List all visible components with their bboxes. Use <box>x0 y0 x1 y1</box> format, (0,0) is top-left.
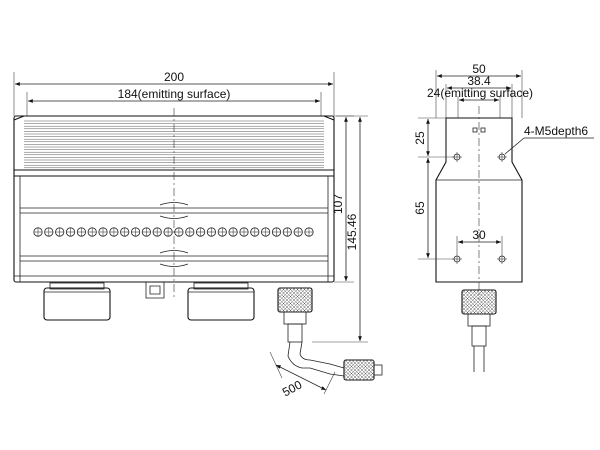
dimension-hole-horizontal-spacing: 30 <box>456 228 503 254</box>
led <box>109 227 119 237</box>
dimension-overall-width: 200 <box>13 70 335 116</box>
dimension-cable-length: 500 <box>269 351 336 399</box>
led-row <box>33 227 314 237</box>
hole-callout: 4-M5depth6 <box>504 124 594 155</box>
mounting-holes <box>452 127 507 264</box>
led <box>76 227 87 237</box>
mounting-bracket-left <box>43 282 111 321</box>
dimension-side-emitting: 24(emitting surface) <box>427 86 533 118</box>
dimension-side-width: 50 <box>435 62 523 118</box>
led <box>174 227 184 237</box>
led <box>120 227 130 237</box>
dimension-label-500: 500 <box>280 377 305 399</box>
side-body-outline <box>435 117 523 283</box>
dimension-hole-top-offset: 25 <box>413 117 454 158</box>
side-view: 50 38.4 24(emitting surface) <box>413 62 594 372</box>
dimension-label-145-46: 145.46 <box>345 213 359 250</box>
led <box>185 227 195 237</box>
led <box>260 227 271 237</box>
center-clip <box>145 282 165 299</box>
led <box>304 227 314 237</box>
led <box>217 227 227 237</box>
dimension-label-30: 30 <box>472 228 486 242</box>
led <box>271 227 282 237</box>
dimension-emitting-width: 184(emitting surface) <box>26 87 322 116</box>
dimension-side-inner-width: 38.4 <box>445 74 513 118</box>
dimension-label-184: 184(emitting surface) <box>118 87 231 101</box>
front-view: 200 184(emitting surface) <box>13 70 383 399</box>
led <box>33 227 43 237</box>
led <box>131 227 141 237</box>
led <box>87 227 97 237</box>
led <box>206 227 216 237</box>
led <box>293 227 303 237</box>
led <box>44 227 54 237</box>
mounting-bracket-right <box>187 282 255 321</box>
dimension-hole-vertical-spacing: 65 <box>413 158 454 260</box>
led <box>98 227 108 237</box>
led <box>196 227 206 237</box>
dimension-label-107: 107 <box>331 194 345 214</box>
dimension-total-height: 145.46 <box>312 115 368 343</box>
led <box>282 227 292 237</box>
cable <box>309 359 383 381</box>
front-connector <box>277 287 313 369</box>
led <box>228 227 238 237</box>
dimension-label-38-4: 38.4 <box>467 74 491 88</box>
side-connector <box>461 289 497 372</box>
dimension-label-200: 200 <box>164 70 184 84</box>
led <box>152 227 162 237</box>
hole-spec-label: 4-M5depth6 <box>524 124 588 138</box>
led <box>55 227 65 237</box>
dimension-label-24: 24(emitting surface) <box>427 86 533 100</box>
dimension-label-25: 25 <box>413 131 427 145</box>
led <box>141 227 151 237</box>
led <box>250 227 260 237</box>
dimension-label-50: 50 <box>472 62 486 76</box>
led <box>163 227 173 237</box>
led <box>239 227 249 237</box>
led <box>65 227 76 237</box>
dimension-label-65: 65 <box>413 201 427 215</box>
